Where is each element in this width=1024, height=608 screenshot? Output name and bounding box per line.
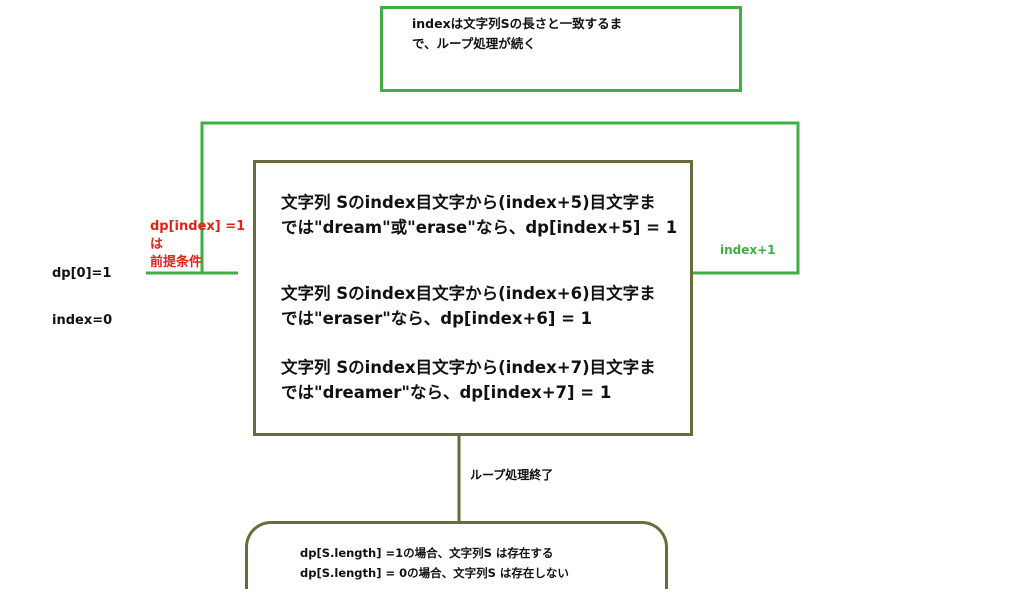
loop-end-label: ループ処理終了 — [470, 468, 554, 482]
initial-dp: dp[0]=1 — [52, 266, 112, 281]
initial-index: index=0 — [52, 313, 113, 328]
rule-eraser: 文字列 Sのindex目文字から(index+6)目文字ま では"eraser"… — [281, 281, 681, 331]
rule-dream-erase: 文字列 Sのindex目文字から(index+5)目文字ま では"dream"或… — [281, 190, 681, 240]
loop-condition-line1: indexは文字列Sの長さと一致するま — [412, 16, 623, 31]
rule-line: 文字列 Sのindex目文字から(index+6)目文字ま — [281, 284, 656, 303]
premise-line1: dp[index] =1は — [150, 219, 246, 252]
result-not-exists-line: dp[S.length] = 0の場合、文字列S は存在しない — [300, 566, 569, 580]
rule-line: 文字列 Sのindex目文字から(index+5)目文字ま — [281, 193, 656, 212]
loop-condition-text: indexは文字列Sの長さと一致するま で、ループ処理が続く — [412, 14, 722, 54]
premise-label: dp[index] =1は 前提条件 — [150, 218, 250, 272]
rule-dreamer: 文字列 Sのindex目文字から(index+7)目文字ま では"dreamer… — [281, 355, 681, 405]
rule-line: では"dreamer"なら、dp[index+7] = 1 — [281, 383, 612, 402]
loop-back-arrow — [200, 121, 800, 275]
rule-line: では"eraser"なら、dp[index+6] = 1 — [281, 309, 593, 328]
result-box — [245, 521, 668, 589]
loop-condition-box — [380, 6, 742, 92]
process-box — [253, 160, 693, 436]
rule-line: では"dream"或"erase"なら、dp[index+5] = 1 — [281, 218, 678, 237]
result-text: dp[S.length] =1の場合、文字列S は存在する dp[S.lengt… — [300, 543, 660, 583]
loop-condition-line2: で、ループ処理が続く — [412, 36, 536, 51]
result-exists-line: dp[S.length] =1の場合、文字列S は存在する — [300, 546, 554, 560]
premise-line2: 前提条件 — [150, 255, 203, 270]
rule-line: 文字列 Sのindex目文字から(index+7)目文字ま — [281, 358, 656, 377]
increment-label: index+1 — [720, 243, 776, 257]
